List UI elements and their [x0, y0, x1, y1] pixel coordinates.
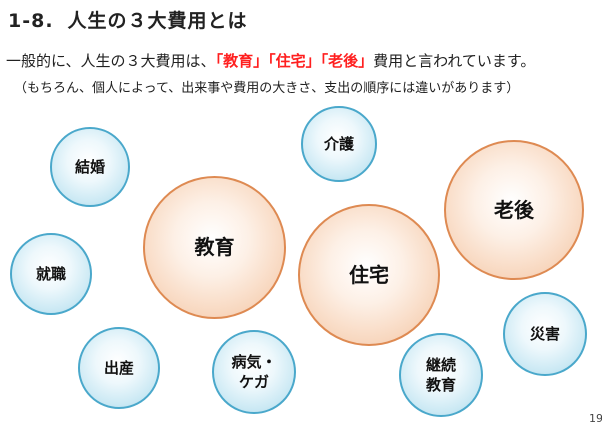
bubble-label: 老後 — [494, 197, 534, 222]
bubble-retirement: 老後 — [444, 140, 584, 280]
bubble-label: 継続 教育 — [425, 355, 456, 394]
section-number: 1-8. — [8, 10, 54, 32]
bubble-label: 病気・ ケガ — [231, 352, 277, 391]
bubble-childbirth: 出産 — [78, 327, 160, 409]
bubble-illness: 病気・ ケガ — [212, 330, 296, 414]
title-text: 人生の３大費用とは — [67, 10, 248, 32]
bubble-continuing-education: 継続 教育 — [399, 333, 483, 417]
bubble-label: 就職 — [35, 264, 66, 283]
bubble-employment: 就職 — [10, 233, 92, 315]
bubble-disaster: 災害 — [503, 292, 587, 376]
intro-suffix: 費用と言われています。 — [373, 52, 536, 70]
slide-title: 1-8. 人生の３大費用とは — [8, 6, 248, 33]
note-text: （もちろん、個人によって、出来事や費用の大きさ、支出の順序には違いがあります） — [14, 81, 520, 96]
bubble-label: 介護 — [323, 134, 354, 153]
page-number: 19 — [589, 412, 602, 425]
bubble-label: 結婚 — [74, 157, 105, 176]
bubble-nursing: 介護 — [301, 106, 377, 182]
bubble-education: 教育 — [143, 176, 286, 319]
intro-prefix: 一般的に、人生の３大費用は、 — [6, 52, 216, 70]
intro-highlight: 「教育」「住宅」「老後」 — [215, 52, 374, 70]
bubble-label: 災害 — [529, 324, 560, 343]
bubble-marriage: 結婚 — [50, 127, 130, 207]
bubble-label: 住宅 — [349, 262, 389, 287]
bubble-housing: 住宅 — [298, 204, 440, 346]
bubble-label: 出産 — [103, 358, 134, 377]
intro-text: 一般的に、人生の３大費用は、「教育」「住宅」「老後」費用と言われています。 — [6, 50, 535, 71]
bubble-label: 教育 — [194, 235, 235, 259]
